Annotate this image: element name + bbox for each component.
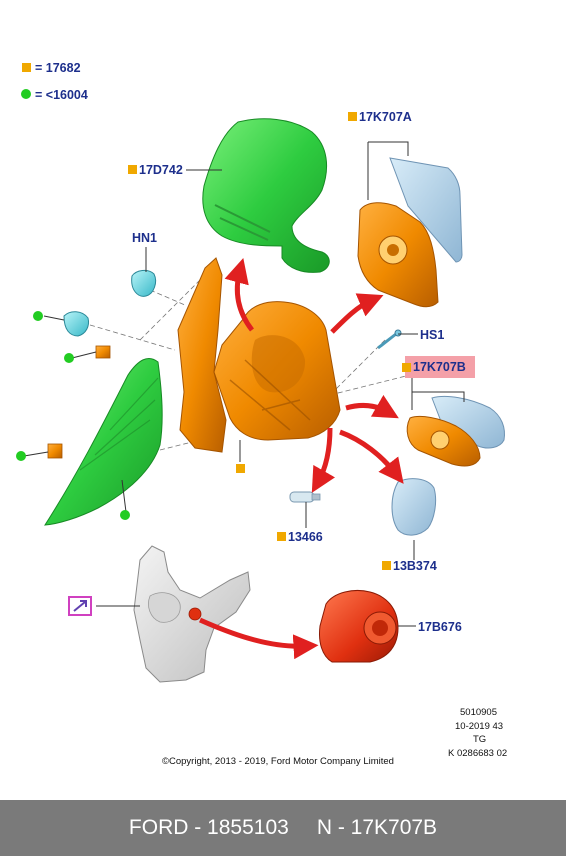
nut-hn1-part [131,269,157,297]
dot-marker [120,510,130,520]
callout-17K707A: 17K707A [359,110,412,124]
dot-marker [33,311,43,321]
footer-reference: N - 17K707B [316,816,438,839]
copyright-text: ©Copyright, 2013 - 2019, Ford Motor Comp… [162,756,394,767]
marker-housing [236,464,245,473]
callout-17K707B: 17K707B [413,360,466,374]
callout-HN1: HN1 [132,231,158,245]
marker-17D742 [128,165,137,174]
legend-dot-text: = <16004 [35,88,88,102]
grey-bracket-part [133,545,251,683]
leader-lines [23,141,465,627]
info-line-1: 5010905 [460,707,497,718]
mirror-cover-part [202,118,330,273]
callout-17B676: 17B676 [418,620,462,634]
callout-13466: 13466 [288,530,323,544]
red-arrows [198,257,404,660]
info-line-4: K 0286683 02 [448,748,508,759]
lamp-lens-part [391,478,437,536]
legend-square-text: = 17682 [35,61,81,75]
legend-dot-marker [21,89,31,99]
dot-marker [64,353,74,363]
callout-13B374: 13B374 [393,559,437,573]
highlight-box-17K707B [405,356,475,378]
dot-marker [16,451,26,461]
footer-part-number: FORD - 1855103 [128,816,289,839]
bulb-part [289,491,321,503]
marker-17K707A [348,112,357,121]
info-line-2: 10-2019 43 [455,721,504,732]
legend-square-marker [22,63,31,72]
screw-part [377,329,402,350]
lower-green-cover-part [44,358,163,526]
mirror-glass-assembly-a [357,157,463,308]
footer-bar: FORD - 1855103 N - 17K707B [0,800,566,856]
link-arrow-icon[interactable] [68,596,92,616]
mirror-glass-assembly-b [406,395,505,467]
left-clips [47,311,111,459]
callout-HS1: HS1 [420,328,445,342]
info-line-3: TG [473,734,487,745]
marker-13B374 [382,561,391,570]
main-housing-part [213,301,341,441]
callout-17D742: 17D742 [139,163,183,177]
marker-13466 [277,532,286,541]
marker-17K707B [402,363,411,372]
back-plate-part [177,257,227,453]
motor-part [319,590,399,663]
